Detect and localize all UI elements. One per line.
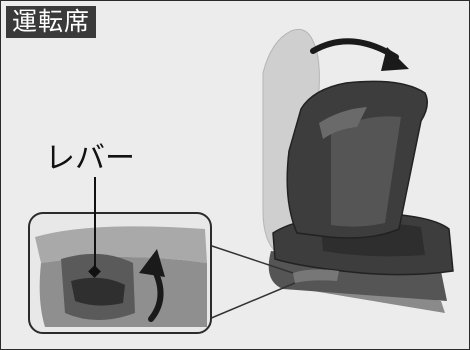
callout-line-top — [208, 244, 294, 274]
curved-arrow-head — [381, 47, 409, 71]
inset-lever — [71, 277, 125, 306]
curved-up-arrow-head — [139, 249, 165, 277]
callout-line-bottom — [208, 282, 296, 320]
lever-label: レバー — [45, 141, 135, 176]
inset-panel-top — [35, 226, 207, 263]
backrest-center — [331, 116, 401, 227]
backrest-highlight — [319, 107, 367, 139]
seat-side-lever — [293, 269, 339, 283]
lever-pointer-dot — [88, 265, 101, 278]
curved-arrow-icon — [310, 38, 399, 60]
figure-title: 運転席 — [6, 6, 97, 38]
